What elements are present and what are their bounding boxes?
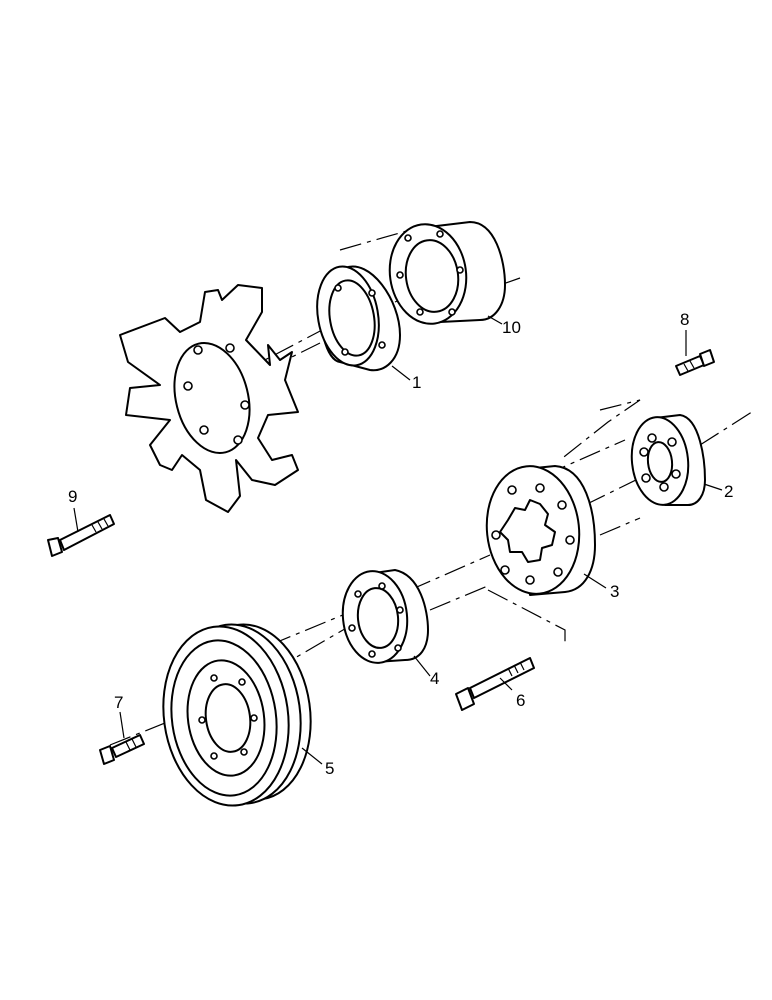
callout-8: 8 — [680, 310, 689, 329]
part-9-bolt — [47, 514, 115, 557]
part-10-spacer-drum — [388, 221, 506, 325]
callout-3: 3 — [610, 582, 619, 601]
callout-4: 4 — [430, 669, 439, 688]
callout-7: 7 — [114, 693, 123, 712]
callout-5: 5 — [325, 759, 334, 778]
part-5-pulley — [162, 623, 312, 807]
part-7-bolt — [99, 734, 145, 765]
callout-9: 9 — [68, 487, 77, 506]
callout-1: 1 — [412, 373, 421, 392]
part-8-bolt — [675, 349, 715, 376]
part-1-flanged-ring — [316, 265, 401, 372]
part-2-small-hub — [630, 414, 706, 506]
callout-labels: 1 2 3 4 5 6 7 8 9 10 — [68, 310, 733, 778]
fan-blade — [119, 284, 299, 513]
part-4-hub-ring — [341, 569, 429, 664]
part-6-bolt — [455, 657, 535, 711]
callout-10: 10 — [502, 318, 521, 337]
callout-2: 2 — [724, 482, 733, 501]
callout-6: 6 — [516, 691, 525, 710]
part-3-damper-drum — [485, 465, 596, 596]
leader-lines — [73, 315, 723, 765]
